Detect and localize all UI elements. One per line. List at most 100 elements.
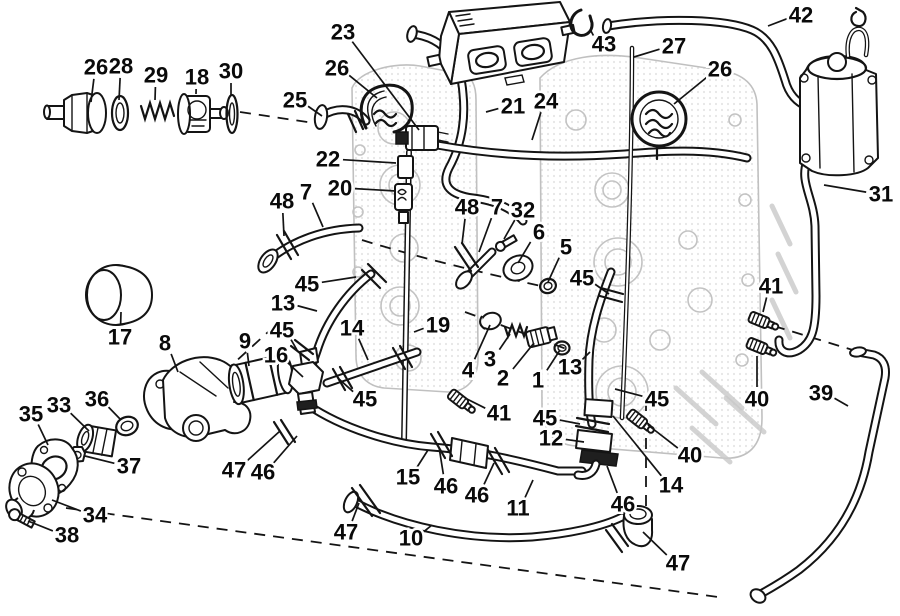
elbow-12	[573, 398, 619, 480]
callout-label-42: 42	[789, 3, 813, 28]
o-ring-1	[553, 340, 571, 356]
callout-label-7: 7	[491, 195, 503, 220]
leader-line-14	[357, 338, 369, 361]
leader-line-46	[483, 462, 495, 485]
plug-group-1-4	[479, 311, 571, 356]
callout-label-45: 45	[645, 387, 669, 412]
leader-line-10	[423, 524, 433, 533]
leader-line-15	[416, 449, 429, 468]
callout-label-7: 7	[300, 180, 312, 205]
hoses	[257, 15, 890, 604]
callout-label-47: 47	[666, 551, 690, 576]
thermostat-cap	[359, 83, 414, 134]
callout-label-34: 34	[83, 503, 108, 528]
callout-label-31: 31	[869, 182, 893, 207]
callout-label-46: 46	[434, 474, 458, 499]
callout-label-16: 16	[264, 343, 288, 368]
leader-lines	[27, 18, 867, 556]
leader-line-33	[69, 412, 90, 432]
thermostat-18	[177, 93, 229, 135]
plug-2	[525, 326, 558, 349]
callout-label-15: 15	[396, 465, 420, 490]
leader-line-7	[478, 217, 493, 253]
callout-label-45: 45	[533, 406, 557, 431]
leader-line-9	[246, 352, 250, 367]
callout-label-9: 9	[239, 329, 251, 354]
leader-line-45	[290, 339, 298, 351]
leader-line-4	[473, 324, 491, 360]
callout-label-45: 45	[570, 266, 594, 291]
leader-line-26	[673, 75, 709, 105]
tube-fittings	[394, 125, 449, 224]
leader-line-36	[107, 406, 122, 421]
callout-label-20: 20	[328, 176, 352, 201]
leader-line-47	[244, 430, 281, 463]
callout-label-32: 32	[511, 198, 535, 223]
callout-label-1: 1	[532, 368, 544, 393]
leader-line-24	[531, 112, 542, 141]
callout-label-13: 13	[558, 355, 582, 380]
leader-line-45	[321, 276, 357, 284]
callout-label-2: 2	[497, 366, 509, 391]
flange-6	[502, 254, 534, 282]
coupler-9	[227, 352, 294, 406]
elbow-47-bottom	[622, 505, 654, 548]
o-ring-28	[110, 94, 130, 132]
leader-line-13	[297, 304, 318, 312]
leader-line-26	[90, 78, 95, 103]
leader-line-26	[348, 74, 378, 99]
leader-line-47	[351, 502, 360, 522]
callout-label-41: 41	[759, 274, 783, 299]
callout-label-10: 10	[399, 526, 423, 551]
leader-line-12	[565, 438, 585, 443]
leader-line-45	[338, 378, 354, 393]
callout-label-12: 12	[539, 426, 563, 451]
callout-label-26: 26	[84, 55, 108, 80]
leader-line-41	[466, 398, 486, 409]
screw-38	[8, 508, 36, 529]
callout-label-38: 38	[55, 523, 79, 548]
leader-line-3	[498, 333, 511, 351]
callout-label-13: 13	[271, 291, 295, 316]
relief-valve-group	[5, 415, 139, 529]
callout-label-46: 46	[611, 492, 635, 517]
callout-label-45: 45	[270, 318, 294, 343]
callout-label-5: 5	[560, 235, 572, 260]
canister	[799, 6, 879, 177]
leader-line-38	[27, 520, 54, 532]
callout-label-26: 26	[708, 57, 732, 82]
tee-fitting-16	[288, 347, 324, 415]
o-ring-5	[539, 277, 557, 295]
leader-line-31	[823, 184, 867, 193]
leader-line-21	[485, 107, 499, 113]
leader-line-16	[287, 361, 304, 378]
leader-line-22	[342, 158, 397, 164]
leader-line-45	[594, 283, 610, 295]
callout-label-14: 14	[659, 473, 684, 498]
leader-line-1	[546, 349, 561, 371]
callout-label-46: 46	[251, 460, 275, 485]
callout-label-47: 47	[334, 520, 358, 545]
callout-label-45: 45	[353, 387, 377, 412]
callout-label-48: 48	[455, 195, 479, 220]
leader-line-48	[282, 212, 285, 237]
ghost-cylinder-heads	[351, 54, 799, 465]
callout-label-6: 6	[533, 220, 545, 245]
leader-line-48	[461, 218, 466, 245]
inline-connector-46	[449, 437, 489, 469]
callout-label-41: 41	[487, 401, 511, 426]
leader-line-28	[118, 77, 121, 101]
callout-label-25: 25	[283, 88, 307, 113]
leader-line-25	[307, 105, 323, 117]
leader-line-34	[51, 499, 82, 512]
leader-line-39	[834, 397, 849, 407]
leader-line-14	[612, 415, 663, 477]
engine-control-module	[426, 1, 576, 86]
leader-line-20	[354, 187, 397, 192]
leader-line-40	[647, 424, 679, 449]
leader-line-47	[642, 531, 668, 556]
callout-label-37: 37	[117, 454, 141, 479]
